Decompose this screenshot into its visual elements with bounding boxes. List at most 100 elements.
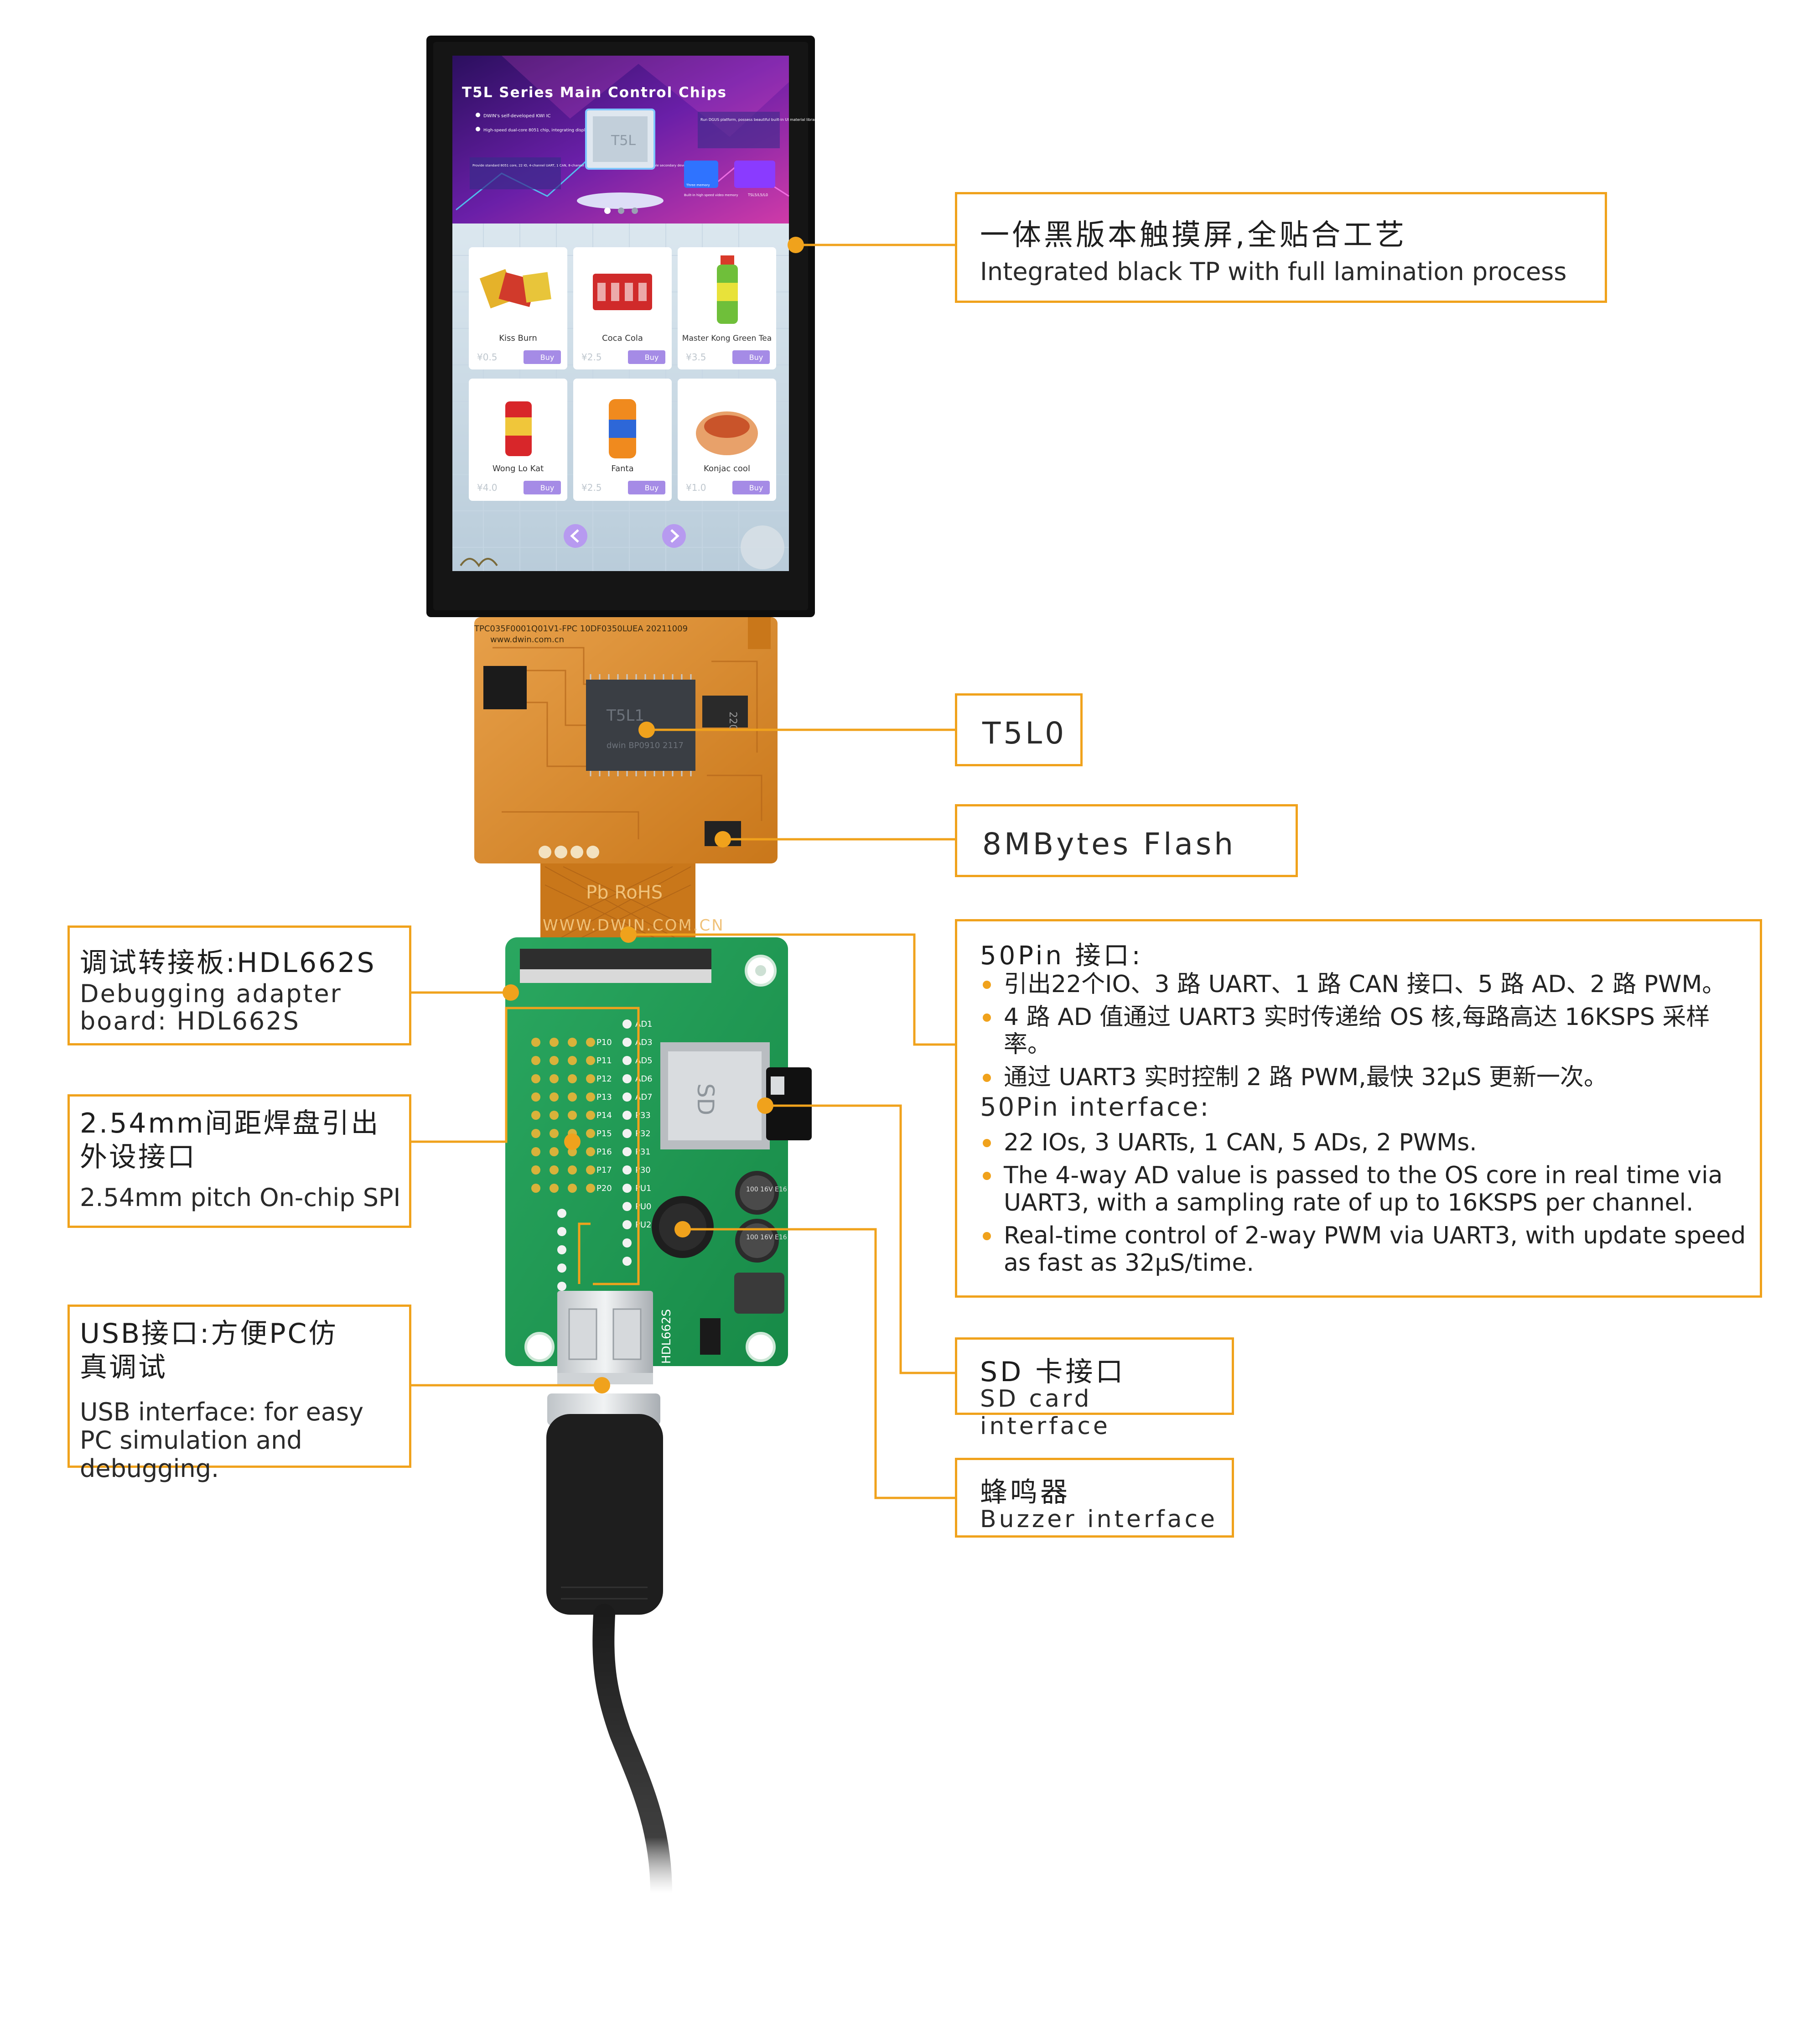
cap-label: 100 16V E16 bbox=[746, 1186, 787, 1193]
pin-label: P16 bbox=[596, 1147, 612, 1157]
product-name: Master Kong Green Tea bbox=[682, 334, 772, 343]
product-card[interactable]: Master Kong Green Tea ¥3.5 Buy bbox=[678, 247, 776, 369]
banner-badge-2: Built-in high speed video memory bbox=[684, 193, 738, 197]
next-page-icon[interactable] bbox=[662, 524, 686, 548]
pin-label: P13 bbox=[596, 1092, 612, 1102]
callout-flash-text: 8MBytes Flash bbox=[982, 827, 1236, 862]
product-name: Wong Lo Kat bbox=[493, 464, 544, 473]
banner-left-1: DWIN's self-developed KWI IC bbox=[483, 114, 551, 119]
buy-button[interactable] bbox=[628, 481, 665, 494]
callout-sd-zh: SD 卡接口 bbox=[980, 1356, 1126, 1388]
product-price: ¥3.5 bbox=[686, 352, 706, 363]
callout-50pin-zh-item: 4 路 AD 值通过 UART3 实时传递给 OS 核,每路高达 16KSPS … bbox=[980, 1003, 1755, 1058]
product-card[interactable]: Kiss Burn ¥0.5 Buy bbox=[469, 247, 567, 369]
sd-card-slot: SD bbox=[660, 1042, 812, 1149]
leader-lines bbox=[411, 244, 955, 1499]
usb-cable bbox=[546, 1393, 672, 1904]
buy-button[interactable] bbox=[524, 481, 561, 494]
callout-sd-card: SD 卡接口 SD card interface bbox=[955, 1337, 1234, 1440]
product-card[interactable]: Wong Lo Kat ¥4.0 Buy bbox=[469, 379, 567, 501]
product-name: Kiss Burn bbox=[499, 333, 537, 343]
chip-mark: T5L1 bbox=[606, 707, 644, 725]
callout-usb-en: USB interface: for easy PC simulation an… bbox=[80, 1398, 364, 1483]
pin-label: P17 bbox=[596, 1165, 612, 1175]
callout-50pin-en-item: Real-time control of 2-way PWM via UART3… bbox=[980, 1222, 1751, 1277]
adapter-board: P10 P11 P12 P13 P14 P15 P16 P17 P20 AD1 … bbox=[505, 937, 812, 1384]
buy-button[interactable] bbox=[628, 350, 665, 364]
banner-left-2: High-speed dual-core 8051 chip, integrat… bbox=[483, 128, 615, 133]
product-price: ¥1.0 bbox=[686, 482, 706, 493]
pin-label: P15 bbox=[596, 1129, 612, 1138]
banner-badge-1: Three memory bbox=[686, 183, 710, 187]
banner-right-1: Run DGUS platform, possess beautiful bui… bbox=[700, 118, 910, 122]
buy-button-label: Buy bbox=[540, 483, 555, 492]
pin-header-pads: P10 P11 P12 P13 P14 P15 P16 P17 P20 AD1 … bbox=[531, 1019, 653, 1291]
banner-badge-3: TSL5/L5/L0 bbox=[747, 193, 768, 197]
callout-buzzer-en: Buzzer interface bbox=[980, 1506, 1218, 1533]
buy-button-label: Buy bbox=[645, 353, 659, 362]
callout-debug-board: 调试转接板:HDL662S Debugging adapter board: H… bbox=[67, 925, 411, 1045]
callout-debug-en: Debugging adapter board: HDL662S bbox=[80, 979, 342, 1035]
buy-button-label: Buy bbox=[749, 353, 763, 362]
callout-50pin-en-item: The 4-way AD value is passed to the OS c… bbox=[980, 1162, 1751, 1216]
callout-t5l0-text: T5L0 bbox=[982, 716, 1067, 751]
buy-button[interactable] bbox=[732, 350, 770, 364]
pin-label: P10 bbox=[596, 1038, 612, 1047]
buy-button-label: Buy bbox=[540, 353, 555, 362]
prev-page-icon[interactable] bbox=[564, 524, 587, 548]
callout-touch-panel-en: Integrated black TP with full lamination… bbox=[980, 257, 1567, 286]
pin-label: P20 bbox=[596, 1184, 612, 1193]
callout-t5l0: T5L0 bbox=[955, 693, 1083, 766]
product-name: Fanta bbox=[611, 464, 633, 473]
callout-50pin-zh-item: 通过 UART3 实时控制 2 路 PWM,最快 32μS 更新一次。 bbox=[980, 1064, 1755, 1091]
callout-debug-zh: 调试转接板:HDL662S bbox=[80, 947, 376, 979]
callout-flash: 8MBytes Flash bbox=[955, 804, 1298, 877]
product-name: Coca Cola bbox=[602, 333, 643, 343]
buy-button[interactable] bbox=[524, 350, 561, 364]
product-card[interactable]: Konjac cool ¥1.0 Buy bbox=[678, 379, 776, 501]
product-name: Konjac cool bbox=[704, 464, 750, 473]
callout-50pin-en-item: 22 IOs, 3 UARTs, 1 CAN, 5 ADs, 2 PWMs. bbox=[980, 1129, 1751, 1156]
pin-label: P14 bbox=[596, 1111, 612, 1120]
banner-chip: T5L bbox=[611, 133, 636, 149]
chip-sub: dwin BP0910 2117 bbox=[607, 741, 684, 750]
callout-50pin-en-title: 50Pin interface: bbox=[980, 1092, 1211, 1122]
banner-title: T5L Series Main Control Chips bbox=[462, 84, 727, 101]
callout-pitch: 2.54mm间距焊盘引出外设接口 2.54mm pitch On-chip SP… bbox=[67, 1094, 411, 1228]
callout-touch-panel-zh: 一体黑版本触摸屏,全贴合工艺 bbox=[980, 218, 1407, 252]
buy-button-label: Buy bbox=[749, 483, 763, 492]
touch-screen: T5L Series Main Control Chips DWIN's sel… bbox=[426, 36, 910, 617]
sd-slot-mark: SD bbox=[692, 1083, 719, 1115]
fpc-board: TPC035F0001Q01V1-FPC 10DF0350LUEA 202110… bbox=[474, 617, 778, 950]
callout-usb-zh: USB接口:方便PC仿真调试 bbox=[80, 1318, 338, 1383]
product-price: ¥0.5 bbox=[477, 352, 498, 363]
capacitor: 100 16V E16 bbox=[735, 1171, 787, 1215]
callout-pitch-zh: 2.54mm间距焊盘引出外设接口 bbox=[80, 1107, 380, 1173]
usb-port bbox=[557, 1291, 653, 1384]
product-price: ¥2.5 bbox=[581, 352, 602, 363]
fpc-site: www.dwin.com.cn bbox=[490, 635, 564, 645]
buy-button[interactable] bbox=[732, 481, 770, 494]
callout-50pin-zh-title: 50Pin 接口: bbox=[980, 941, 1143, 971]
leader-dots bbox=[503, 237, 804, 1393]
callout-50pin-zh-item: 引出22个IO、3 路 UART、1 路 CAN 接口、5 路 AD、2 路 P… bbox=[980, 971, 1755, 998]
callout-pitch-en: 2.54mm pitch On-chip SPI bbox=[80, 1183, 401, 1212]
product-price: ¥2.5 bbox=[581, 482, 602, 493]
cap-label: 100 16V E16 bbox=[746, 1234, 787, 1241]
rohs-mark: Pb RoHS bbox=[586, 882, 663, 903]
board-label: HDL662S bbox=[660, 1309, 674, 1364]
callout-50pin: 50Pin 接口: 引出22个IO、3 路 UART、1 路 CAN 接口、5 … bbox=[955, 919, 1762, 1298]
pin-label: P12 bbox=[596, 1074, 612, 1084]
callout-buzzer: 蜂鸣器 Buzzer interface bbox=[955, 1458, 1234, 1538]
callout-buzzer-zh: 蜂鸣器 bbox=[980, 1476, 1070, 1508]
product-card[interactable]: Fanta ¥2.5 Buy bbox=[573, 379, 672, 501]
buy-button-label: Buy bbox=[645, 483, 659, 492]
product-price: ¥4.0 bbox=[477, 482, 498, 493]
callout-sd-en: SD card interface bbox=[980, 1385, 1110, 1440]
callout-usb: USB接口:方便PC仿真调试 USB interface: for easy P… bbox=[67, 1305, 411, 1483]
fpc-top-label: TPC035F0001Q01V1-FPC 10DF0350LUEA 202110… bbox=[474, 624, 688, 634]
pin-label: P11 bbox=[596, 1056, 612, 1066]
inductor-label: 220 bbox=[727, 712, 738, 731]
product-card[interactable]: Coca Cola ¥2.5 Buy bbox=[573, 247, 672, 369]
